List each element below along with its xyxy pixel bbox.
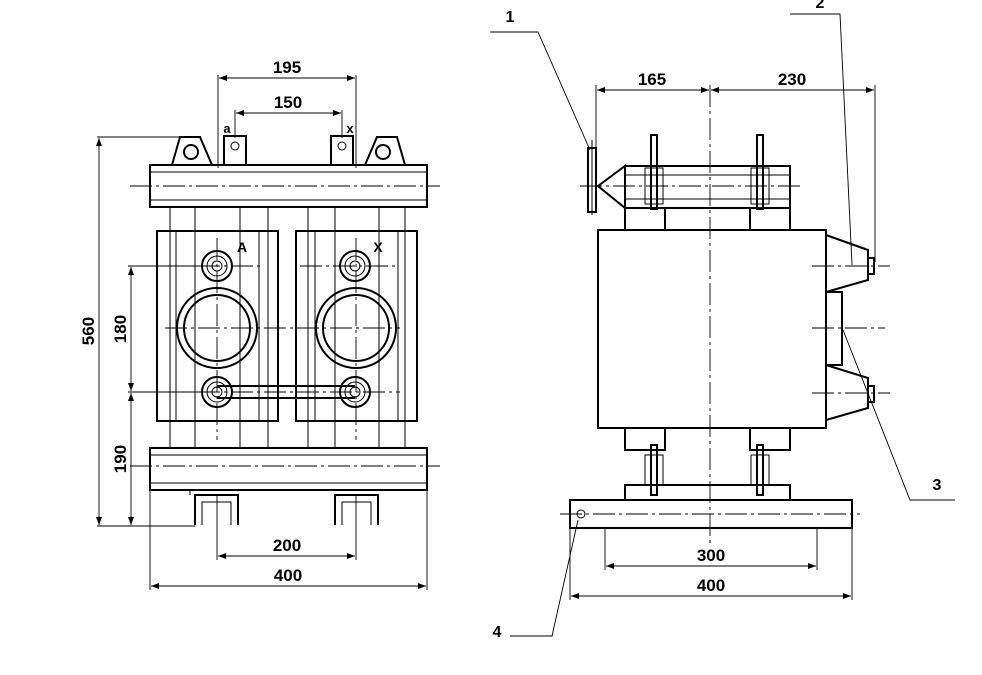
bottom-yoke-clamp: [149, 447, 428, 491]
coil-right: [295, 230, 418, 422]
terminal-box: [825, 291, 843, 366]
callout-2: 2: [816, 0, 825, 12]
foot-left: [189, 490, 239, 525]
dim-left-part: 165: [638, 70, 666, 89]
coil-left: [156, 230, 279, 422]
lead-tab-x: [330, 135, 354, 166]
front-extension-lines: [97, 75, 428, 590]
front-view: 560 180 190 195 150 200 400 a x A X: [79, 58, 440, 590]
terminal-label-X: X: [373, 239, 383, 255]
dim-overall-height: 560: [79, 317, 98, 345]
callout-1: 1: [506, 9, 515, 26]
dim-coil-pitch: 180: [111, 315, 130, 343]
dim-top-span: 195: [273, 58, 301, 77]
dim-side-base: 400: [697, 576, 725, 595]
dim-foot-span: 200: [273, 536, 301, 555]
transformer-body-side: [597, 229, 827, 429]
foot-right: [334, 494, 379, 525]
callout-3: 3: [933, 477, 942, 494]
side-extension-lines: [569, 85, 876, 600]
dim-right-part: 230: [778, 70, 806, 89]
lead-tab-a: [223, 135, 247, 166]
dim-mounting-span: 300: [697, 546, 725, 565]
callout-leaders: [490, 13, 955, 637]
lifting-lug-left: [171, 136, 213, 166]
side-view: 165 230 300 400 1 2 3 4: [490, 0, 955, 641]
bushing-upper: [825, 233, 875, 294]
terminal-label-x-small: x: [346, 121, 354, 136]
callout-4: 4: [493, 624, 502, 641]
bushing-lower: [825, 363, 875, 422]
terminal-label-a: a: [223, 121, 231, 136]
dim-front-base: 400: [274, 566, 302, 585]
dim-lower-height: 190: [111, 445, 130, 473]
dim-lead-span: 150: [274, 93, 302, 112]
top-clamp-assembly: [580, 134, 800, 215]
core-legs: [169, 207, 406, 448]
lifting-lug-right: [364, 136, 406, 166]
terminal-label-A: A: [237, 239, 247, 255]
connection-bar: [217, 385, 355, 399]
